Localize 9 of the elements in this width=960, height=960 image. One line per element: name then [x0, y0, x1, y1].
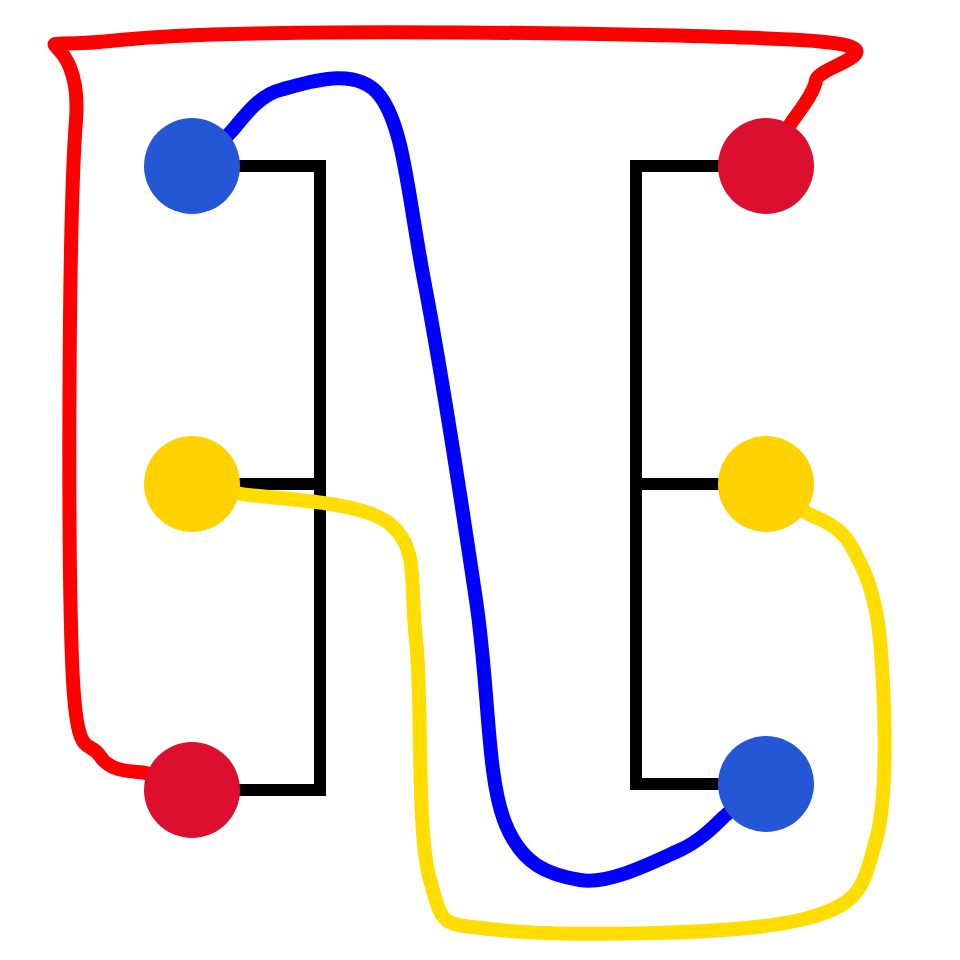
dot: [144, 742, 240, 838]
curved-line: [47, 25, 864, 781]
curved-line: [232, 486, 892, 941]
curved-line: [221, 71, 735, 888]
dot: [144, 436, 240, 532]
dot: [718, 436, 814, 532]
dot: [718, 736, 814, 832]
dot: [144, 118, 240, 214]
dot: [718, 118, 814, 214]
